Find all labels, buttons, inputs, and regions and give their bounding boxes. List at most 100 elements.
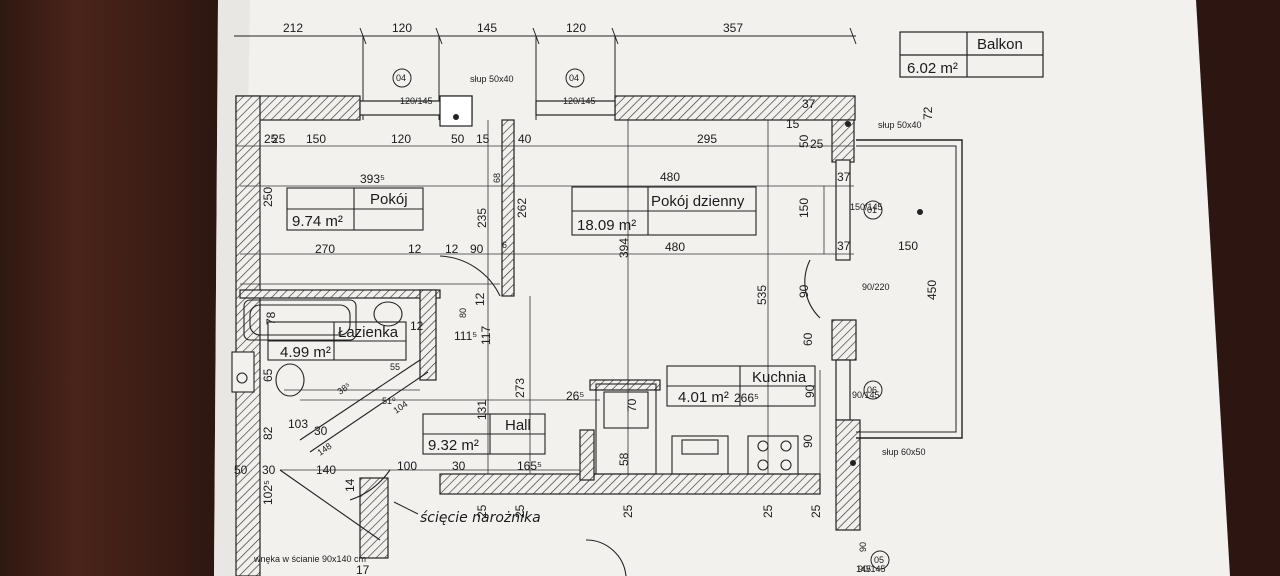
dim-dzienny-3: 394 [617, 238, 631, 258]
room-name-kuchnia: Kuchnia [752, 369, 807, 386]
dim-balcony-2: 90 [797, 284, 811, 298]
balcony-dot [917, 209, 923, 215]
dim-pokoj-8: 68 [492, 173, 502, 183]
dim-bottom-4: 25 [761, 504, 775, 518]
pillar-label-right: słup 50x40 [878, 120, 922, 130]
balcony-label-box [899, 31, 1044, 78]
dim-inner-5: 15 [476, 132, 490, 146]
dim-inner-2: 150 [306, 132, 326, 146]
dim-inner-9: 37 [802, 97, 816, 111]
dim-dzienny-4: 535 [755, 285, 769, 305]
dim-bottom-6: 25 [272, 132, 286, 146]
interior-dimension-lines [236, 120, 854, 474]
dim-hall-10: 100 [397, 459, 417, 473]
dim-hall-8: 60 [801, 332, 815, 346]
dim-pokoj-4: 12 [408, 242, 422, 256]
dim-pokoj-3: 270 [315, 242, 335, 256]
dim-bath-13: 51⁰ [382, 396, 396, 406]
dim-bath-3: 111⁵ [454, 329, 477, 343]
dim-hall-14: 30 [262, 463, 276, 477]
top-dim-2: 120 [392, 21, 412, 35]
balcony-outline-inner [856, 145, 957, 433]
dim-hall-11: 30 [452, 459, 466, 473]
dim-hall-7: 90 [803, 384, 817, 398]
pillar-label-bottom: słup 60x50 [882, 447, 926, 457]
room-area-pokoj-dzienny: 18.09 m² [577, 217, 636, 234]
dim-bottom-8: 17 [356, 563, 370, 576]
room-name-lazienka: Łazienka [338, 324, 399, 341]
dim-inner-8: 15 [786, 117, 800, 131]
dim-dzienny-2: 480 [665, 240, 685, 254]
room-area-lazienka: 4.99 m² [280, 344, 331, 361]
fixtures [231, 255, 821, 576]
room-area-kuchnia: 4.01 m² [678, 389, 729, 406]
dim-hall-2: 131 [475, 400, 489, 420]
window-code-3: 150/145 [850, 202, 883, 212]
dim-bath-6: 12 [473, 292, 487, 306]
dim-pokoj-2: 250 [261, 187, 275, 207]
dim-bottom-9: 90 [858, 542, 868, 552]
dim-bath-9: 82 [261, 426, 275, 440]
dim-dzienny-8: 150 [898, 239, 918, 253]
dim-bath-2: 12 [410, 319, 424, 333]
dim-dzienny-1: 480 [660, 170, 680, 184]
dim-bath-4: 117 [479, 326, 493, 345]
dim-hall-5: 58 [617, 452, 631, 466]
handwritten-note: ścięcie narożnika [420, 510, 541, 526]
dim-bottom-2: 25 [513, 504, 527, 518]
dim-hall-12: 165⁵ [517, 459, 542, 473]
window-code-1: 120/145 [400, 96, 433, 106]
dim-pokoj-1: 393⁵ [360, 172, 385, 186]
dim-inner-6: 40 [518, 132, 532, 146]
balcony-outline [856, 139, 963, 439]
dim-inner-1: 25 [264, 132, 278, 146]
dim-pokoj-9: 262 [515, 198, 529, 218]
dim-pokoj-5: 12 [445, 242, 459, 256]
room-name-pokoj: Pokój [370, 191, 408, 208]
room-area-hall: 9.32 m² [428, 437, 479, 454]
room-name-hall: Hall [505, 417, 531, 434]
window-marker-2: 04 [569, 73, 579, 83]
dim-balcony-1: 450 [925, 280, 939, 300]
dim-bottom-10: 145 [856, 564, 871, 574]
window-marker-1: 04 [396, 73, 406, 83]
dim-bottom-7: 25 [810, 137, 824, 151]
window-marker-4: 06 [867, 385, 877, 395]
pillar-dot [850, 460, 856, 466]
pillar-label-top: słup 50x40 [470, 74, 514, 84]
pillar-dot [453, 114, 459, 120]
dim-pokoj-6: 90 [470, 242, 484, 256]
pillar-top [439, 95, 473, 127]
dim-hall-6: 266⁵ [734, 391, 759, 405]
dim-bath-7: 65 [261, 368, 275, 382]
room-area-pokoj: 9.74 m² [292, 213, 343, 230]
dim-bath-10: 103 [288, 417, 308, 431]
dim-inner-7: 295 [697, 132, 717, 146]
door-code: 90/220 [862, 282, 890, 292]
window-markers [392, 68, 890, 570]
dim-hall-3: 26⁵ [566, 389, 584, 403]
window-code-5: 90/145 [858, 564, 886, 574]
dim-hall-15: 140 [316, 463, 336, 477]
dim-hall-9: 90 [801, 434, 815, 448]
dim-dzienny-10: 72 [921, 106, 935, 120]
dim-bottom-1: 25 [475, 504, 489, 518]
dim-hall-17: 14 [343, 478, 357, 492]
window-code-2: 120/145 [563, 96, 596, 106]
dim-hall-1: 273 [513, 378, 527, 398]
dim-inner-4: 50 [451, 132, 465, 146]
top-dim-1: 212 [283, 21, 303, 35]
window-marker-5: 05 [874, 555, 884, 565]
dim-bath-5: 80 [458, 308, 468, 318]
top-dim-3: 145 [477, 21, 497, 35]
dim-pokoj-10: 6 [502, 240, 507, 250]
balcony-area: 6.02 m² [907, 60, 958, 77]
dim-bottom-3: 25 [621, 504, 635, 518]
dim-hall-16: 102⁵ [261, 480, 275, 505]
top-dim-4: 120 [566, 21, 586, 35]
note-arrow [393, 501, 419, 515]
dim-bath-1: 78 [264, 311, 278, 325]
dim-dzienny-6: 37 [837, 239, 851, 253]
